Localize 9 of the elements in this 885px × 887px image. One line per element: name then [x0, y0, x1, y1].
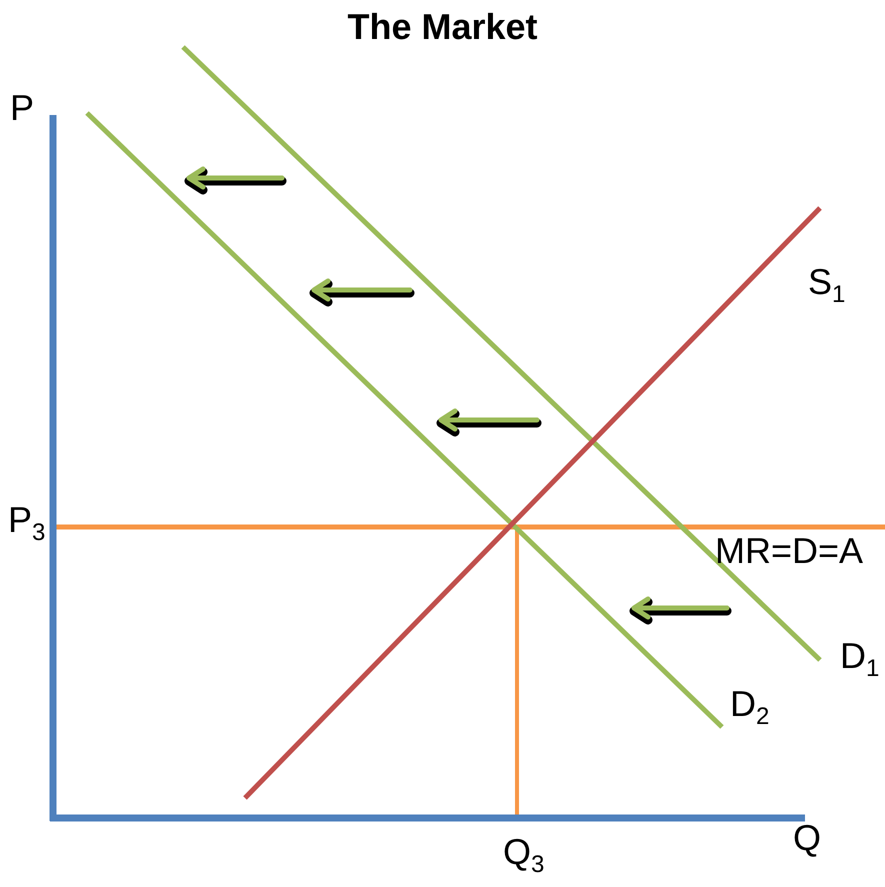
price-label: P$_{3}$	[8, 500, 46, 540]
quantity-label: Q$_{3}$	[503, 832, 544, 872]
curve-label: MR=D=A	[715, 531, 864, 571]
curve-label: D$_{2}$	[730, 684, 770, 724]
chart-title: The Market	[346, 6, 539, 48]
curve-label: D$_{1}$	[840, 636, 880, 676]
axis-label: P	[10, 88, 34, 128]
curve-label: S$_{1}$	[808, 262, 846, 302]
axis-label: Q	[793, 818, 822, 858]
